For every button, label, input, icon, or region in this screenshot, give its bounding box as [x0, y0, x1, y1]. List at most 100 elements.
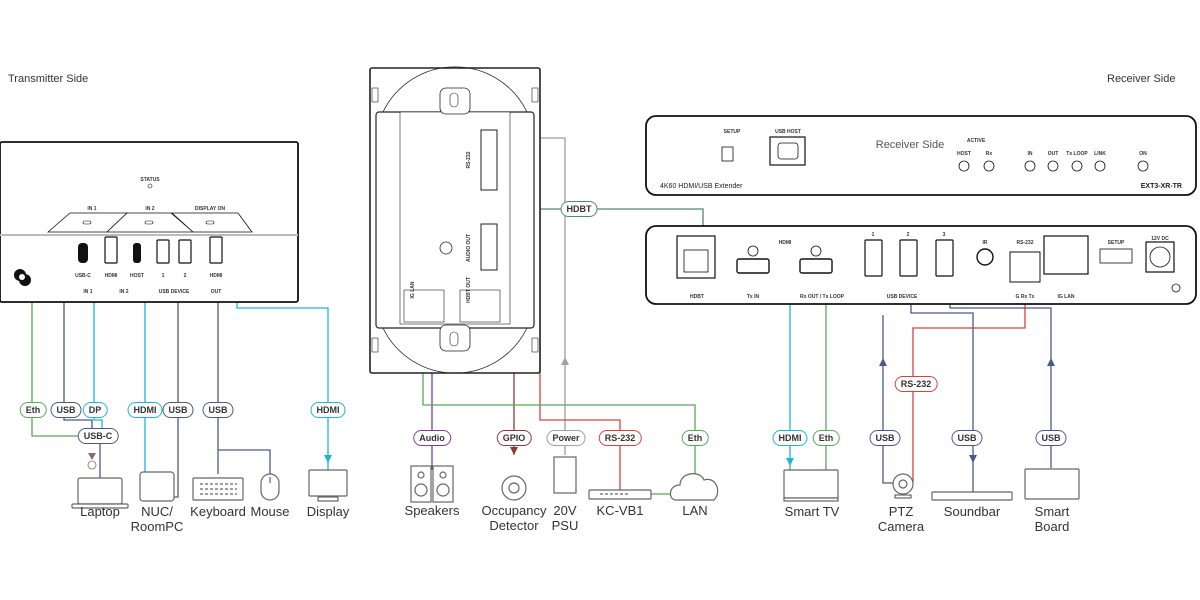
- kc-vb1-icon: [588, 489, 652, 500]
- rx-12vdc-label: 12V DC: [1151, 236, 1169, 242]
- arrow-usb-soundbar: [969, 455, 977, 463]
- rx-hdbt-port-label: HDBT: [690, 294, 704, 300]
- port-hdmi-out-label: HDMI: [210, 273, 223, 279]
- pill-rs232-ptz: RS-232: [894, 376, 938, 392]
- label-ptz-camera: PTZ Camera: [877, 504, 925, 534]
- pill-usb-laptop: USB: [50, 402, 82, 418]
- rx-usb3-label: 3: [943, 232, 946, 238]
- keyboard-icon: [192, 477, 244, 501]
- arrow-gpio: [510, 447, 518, 455]
- rx-rs232-label: RS-232: [1017, 240, 1034, 246]
- rx-hdmi-group-label: HDMI: [779, 240, 792, 246]
- led-link-label: LINK: [1094, 151, 1106, 157]
- receiver-side-label: Receiver Side: [1107, 73, 1176, 85]
- wallplate-hdbt-out-label: HDBT OUT: [466, 277, 472, 303]
- receiver-front-panel: [645, 115, 1197, 196]
- pill-eth-laptop: Eth: [19, 402, 47, 418]
- smart-tv-icon: [783, 469, 839, 502]
- wallplate-audio-out-label: AUDIO OUT: [466, 234, 472, 262]
- rx-product-name: 4K60 HDMI/USB Extender: [660, 183, 743, 190]
- arrow-usb-board: [1047, 358, 1055, 366]
- rx-iglan-label: IG LAN: [1058, 294, 1075, 300]
- laptop-icon: [71, 477, 129, 509]
- pill-hdmi-display: HDMI: [310, 402, 346, 418]
- label-psu: 20V PSU: [551, 503, 579, 533]
- led-out-label: OUT: [1048, 151, 1059, 157]
- lan-cloud-icon: [669, 473, 719, 501]
- led-on-label: ON: [1139, 151, 1147, 157]
- rx-txin-label: Tx IN: [747, 294, 760, 300]
- nuc-icon: [139, 471, 175, 502]
- laptop-power-icon: [87, 453, 97, 470]
- wallplate-ig-lan-label: IG LAN: [410, 281, 416, 298]
- rx-setup-rear-label: SETUP: [1108, 240, 1125, 246]
- rx-usb2-label: 2: [907, 232, 910, 238]
- occupancy-detector-icon: [501, 475, 527, 501]
- led-rx-label: Rx: [986, 151, 993, 157]
- transmitter-panel: [0, 141, 299, 303]
- led-in-label: IN: [1028, 151, 1033, 157]
- label-mouse: Mouse: [250, 504, 290, 519]
- pill-gpio: GPIO: [496, 430, 532, 446]
- group-usb-device-label: USB DEVICE: [159, 289, 190, 295]
- rx-active-label: ACTIVE: [967, 138, 986, 144]
- in2-button-label: IN 2: [145, 206, 154, 212]
- display-icon: [308, 469, 348, 502]
- ptz-camera-icon: [892, 473, 914, 499]
- port-hdmi-in2-label: HDMI: [105, 273, 118, 279]
- pill-usb-board: USB: [1035, 430, 1067, 446]
- rx-front-title: Receiver Side: [876, 139, 944, 151]
- display-on-button-label: DISPLAY ON: [195, 206, 225, 212]
- pill-rs232-kc: RS-232: [598, 430, 642, 446]
- device-icons: [71, 453, 1080, 509]
- pill-usbc-laptop: USB-C: [77, 428, 119, 444]
- arrow-usb-ptz: [879, 358, 887, 366]
- group-out-label: OUT: [211, 289, 222, 295]
- rx-usb-host-label: USB HOST: [775, 129, 801, 135]
- port-host-label: HOST: [130, 273, 144, 279]
- soundbar-icon: [931, 491, 1013, 501]
- pill-hdbt: HDBT: [560, 201, 598, 217]
- rx-usb1-label: 1: [872, 232, 875, 238]
- label-kc-vb1: KC-VB1: [596, 503, 644, 518]
- rx-usb-device-label: USB DEVICE: [887, 294, 918, 300]
- label-display: Display: [306, 504, 350, 519]
- rx-rxout-label: Rx OUT / Tx LOOP: [800, 294, 845, 300]
- pill-power: Power: [546, 430, 586, 446]
- pill-usb-soundbar: USB: [951, 430, 983, 446]
- smart-board-icon: [1024, 468, 1080, 500]
- rx-model: EXT3-XR-TR: [1141, 183, 1182, 190]
- label-smart-board: Smart Board: [1034, 504, 1070, 534]
- pill-usb-nuc: USB: [162, 402, 194, 418]
- group-in2-label: IN 2: [119, 289, 128, 295]
- transmitter-side-label: Transmitter Side: [8, 73, 89, 85]
- in1-button-label: IN 1: [87, 206, 96, 212]
- label-smart-tv: Smart TV: [784, 504, 840, 519]
- pill-eth-lan: Eth: [681, 430, 709, 446]
- wallplate-terminal-labels: RS-232: [466, 151, 472, 168]
- pill-usb-keyboard: USB: [202, 402, 234, 418]
- label-speakers: Speakers: [404, 503, 460, 518]
- rx-ir-label: IR: [983, 240, 988, 246]
- led-host-label: HOST: [957, 151, 971, 157]
- psu-icon: [553, 456, 577, 494]
- pill-usb-ptz: USB: [869, 430, 901, 446]
- pill-hdmi-tv: HDMI: [772, 430, 808, 446]
- rx-setup-label: SETUP: [724, 129, 741, 135]
- group-in1-label: IN 1: [83, 289, 92, 295]
- label-nuc: NUC/ RoomPC: [130, 504, 184, 534]
- speakers-icon: [410, 465, 454, 503]
- arrow-power: [561, 357, 569, 365]
- cable-rs232-ptz: [912, 283, 1026, 482]
- wall-plate: [369, 66, 541, 374]
- port-usb1-label: 1: [162, 273, 165, 279]
- label-soundbar: Soundbar: [943, 504, 1001, 519]
- pill-dp-laptop: DP: [82, 402, 108, 418]
- port-usb2-label: 2: [184, 273, 187, 279]
- label-laptop: Laptop: [80, 504, 120, 519]
- status-label: STATUS: [140, 177, 160, 183]
- cable-usb-ptz: [882, 315, 895, 484]
- port-usbc-label: USB-C: [75, 273, 91, 279]
- label-lan: LAN: [682, 503, 708, 518]
